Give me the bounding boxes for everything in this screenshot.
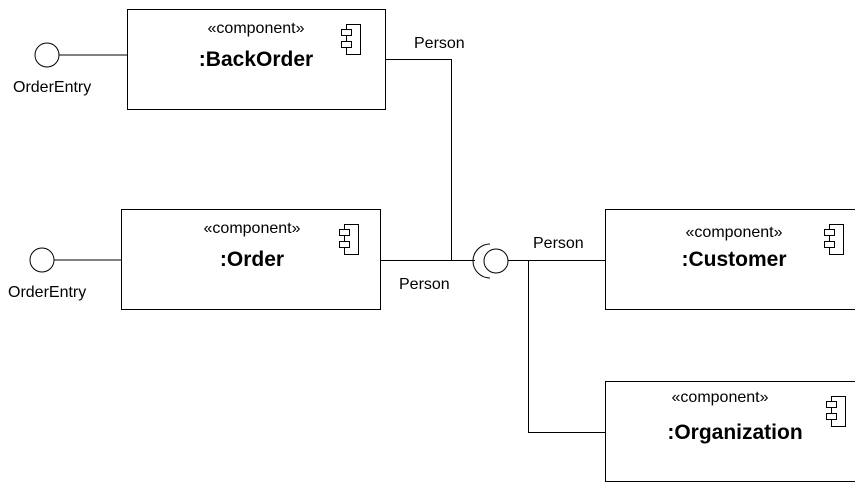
component-organization[interactable]: «component» :Organization [605,381,855,482]
order-stereotype: «component» [204,220,301,237]
orderentry-interface-order: OrderEntry [8,247,121,301]
provided-interface-icon [34,42,60,68]
component-icon [341,24,361,55]
component-icon [824,224,844,255]
customer-name: :Customer [681,248,786,271]
order-box[interactable] [121,209,381,310]
customer-stereotype: «component» [686,224,783,241]
person-interface-assembly [472,243,509,279]
customer-person-label: Person [533,235,584,252]
customer-box[interactable] [605,209,855,310]
order-person-label: Person [399,276,450,293]
orderentry-label-order: OrderEntry [8,284,86,301]
required-interface-socket-icon [472,243,491,279]
provided-interface-icon [29,247,55,273]
backorder-box[interactable] [127,9,386,110]
component-order[interactable]: «component» :Order [121,209,381,310]
order-name: :Order [220,248,284,271]
organization-name: :Organization [667,421,802,444]
organization-stereotype: «component» [672,389,769,406]
component-icon [339,224,359,255]
orderentry-label-backorder: OrderEntry [13,79,91,96]
component-backorder[interactable]: «component» :BackOrder [127,9,386,110]
backorder-stereotype: «component» [208,20,305,37]
organization-box[interactable] [605,381,855,482]
backorder-person-connector [385,59,452,261]
organization-person-connector [528,260,605,433]
provided-interface-ball-icon [483,248,509,274]
backorder-person-label: Person [414,35,465,52]
orderentry-interface-backorder: OrderEntry [13,42,127,96]
component-customer[interactable]: «component» :Customer [605,209,855,310]
component-icon [826,396,846,427]
backorder-name: :BackOrder [199,48,313,71]
